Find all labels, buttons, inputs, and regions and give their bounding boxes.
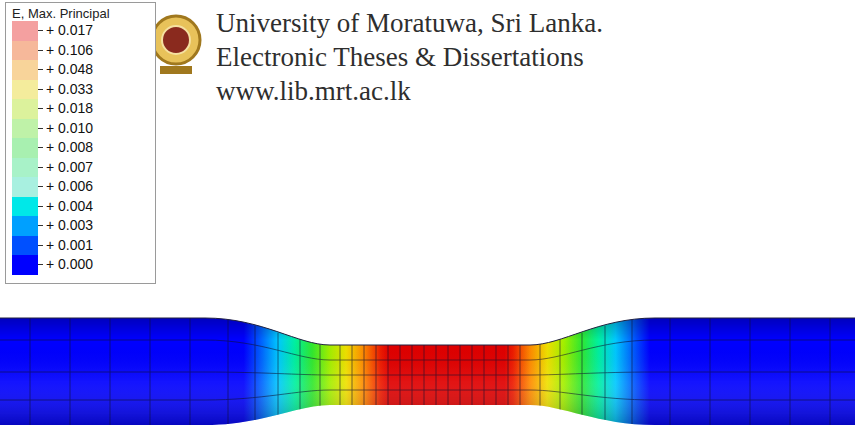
contour-legend: E, Max. Principal+ 0.017 + 0.106 + 0.048 + … (5, 2, 156, 284)
legend-row: + 0.004 (6, 197, 155, 217)
legend-swatch (12, 138, 38, 158)
legend-value: + 0.000 (46, 256, 93, 272)
legend-tick (38, 225, 43, 226)
legend-value: + 0.008 (46, 139, 93, 155)
legend-swatch (12, 99, 38, 119)
legend-value: + 0.106 (46, 42, 93, 58)
legend-row: + 0.033 (6, 80, 155, 100)
dogbone-specimen (0, 310, 855, 425)
legend-row: + 0.010 (6, 119, 155, 139)
legend-row: + 0.003 (6, 216, 155, 236)
legend-value: + 0.048 (46, 61, 93, 77)
legend-value: + 0.001 (46, 237, 93, 253)
legend-value: + 0.006 (46, 178, 93, 194)
legend-tick (38, 128, 43, 129)
legend-swatch (12, 119, 38, 139)
legend-row: + 0.006 (6, 177, 155, 197)
legend-title: E, Max. Principal (6, 6, 155, 21)
legend-swatch (12, 80, 38, 100)
legend-swatch (12, 41, 38, 61)
legend-row: + 0.048 (6, 60, 155, 80)
legend-tick (38, 186, 43, 187)
legend-swatch (12, 158, 38, 178)
legend-row: + 0.017 (6, 21, 155, 41)
watermark-text: University of Moratuwa, Sri Lanka. (216, 8, 603, 39)
legend-tick (38, 167, 43, 168)
legend-value: + 0.033 (46, 81, 93, 97)
legend-value: + 0.007 (46, 159, 93, 175)
legend-row: + 0.008 (6, 138, 155, 158)
legend-value: + 0.017 (46, 22, 93, 38)
legend-tick (38, 30, 43, 31)
legend-swatch (12, 21, 38, 41)
legend-tick (38, 50, 43, 51)
legend-tick (38, 147, 43, 148)
legend-tick (38, 245, 43, 246)
logo-emblem (152, 16, 200, 74)
legend-swatch (12, 216, 38, 236)
legend-row: + 0.106 (6, 41, 155, 61)
legend-value: + 0.010 (46, 120, 93, 136)
legend-value: + 0.018 (46, 100, 93, 116)
legend-tick (38, 69, 43, 70)
legend-tick (38, 108, 43, 109)
legend-row: + 0.001 (6, 236, 155, 256)
legend-swatch (12, 177, 38, 197)
legend-swatch (12, 197, 38, 217)
legend-value: + 0.003 (46, 217, 93, 233)
legend-tick (38, 206, 43, 207)
legend-tick (38, 89, 43, 90)
watermark-text: www.lib.mrt.ac.lk (216, 76, 411, 107)
legend-row: + 0.000 (6, 255, 155, 275)
legend-row: + 0.007 (6, 158, 155, 178)
watermark-text: Electronic Theses & Dissertations (216, 42, 584, 73)
specimen-outline (0, 318, 855, 345)
legend-value: + 0.004 (46, 198, 93, 214)
legend-swatch (12, 236, 38, 256)
legend-tick (38, 264, 43, 265)
legend-row: + 0.018 (6, 99, 155, 119)
legend-swatch (12, 255, 38, 275)
legend-swatch (12, 60, 38, 80)
